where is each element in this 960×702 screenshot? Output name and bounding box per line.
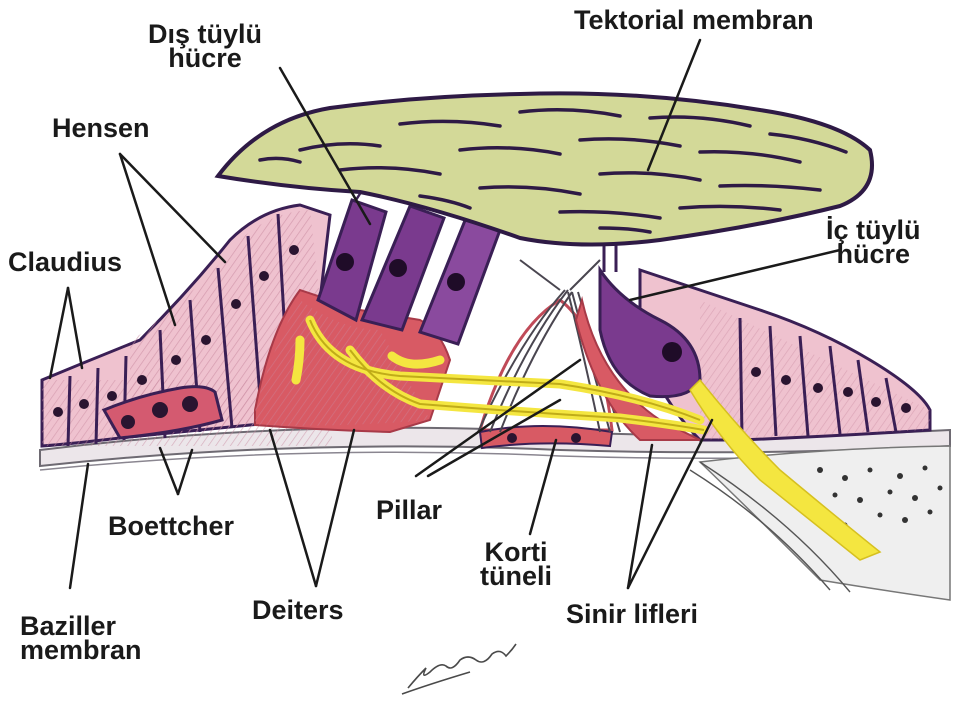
label-ic-tuylu-hucre: İç tüylü hücre	[826, 218, 921, 266]
label-line: Pillar	[376, 498, 442, 522]
artist-signature	[402, 644, 516, 694]
label-deiters: Deiters	[252, 598, 344, 622]
label-line: hücre	[826, 242, 921, 266]
label-dis-tuylu-hucre: Dış tüylü hücre	[148, 22, 262, 70]
label-hensen: Hensen	[52, 116, 150, 140]
label-line: Deiters	[252, 598, 344, 622]
label-pillar: Pillar	[376, 498, 442, 522]
label-korti-tuneli: Korti tüneli	[480, 540, 552, 588]
label-line: Hensen	[52, 116, 150, 140]
label-line: membran	[20, 638, 142, 662]
label-claudius: Claudius	[8, 250, 122, 274]
label-tektorial-membran: Tektorial membran	[574, 8, 814, 32]
label-line: Claudius	[8, 250, 122, 274]
label-sinir-lifleri: Sinir lifleri	[566, 602, 698, 626]
label-baziller-membran: Baziller membran	[20, 614, 142, 662]
label-line: Tektorial membran	[574, 8, 814, 32]
label-line: tüneli	[480, 564, 552, 588]
label-line: Boettcher	[108, 514, 234, 538]
label-boettcher: Boettcher	[108, 514, 234, 538]
label-line: hücre	[148, 46, 262, 70]
label-line: Sinir lifleri	[566, 602, 698, 626]
